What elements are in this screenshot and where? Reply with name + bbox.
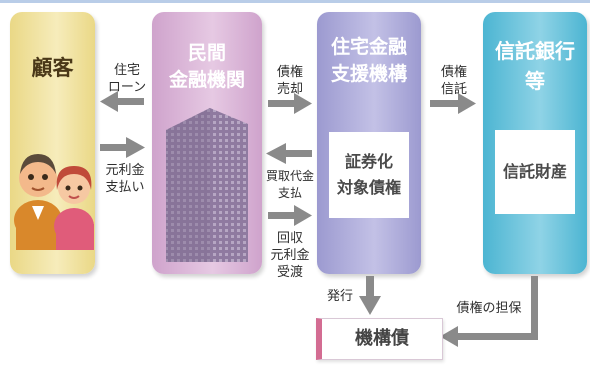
trust-bank-title-line2: 等 — [525, 69, 545, 93]
customer-column: 顧客 — [10, 12, 95, 274]
label-purchase-payment-1: 買取代金 — [265, 169, 314, 183]
label-repayment: 元利金 支払い — [100, 162, 150, 196]
securitized-line2: 対象債権 — [336, 178, 401, 197]
label-housing-loan-1: 住宅 — [113, 63, 140, 78]
private-bank-column: 民間 金融機関 — [152, 12, 262, 274]
private-bank-title-line1: 民間 — [187, 42, 226, 64]
label-purchase-payment: 買取代金 支払 — [264, 168, 316, 202]
arrow-claim-sale — [268, 93, 312, 114]
label-repayment-2: 支払い — [105, 180, 145, 195]
trust-bank-title-line1: 信託銀行 — [495, 39, 575, 63]
customers-illustration — [14, 154, 94, 250]
label-claim-trust: 債権 信託 — [432, 64, 476, 98]
trust-bank-title: 信託銀行 等 — [483, 36, 587, 96]
label-collateral: 債権の担保 — [456, 301, 522, 316]
private-bank-title: 民間 金融機関 — [152, 40, 262, 94]
label-claim-sale-2: 売却 — [276, 82, 303, 97]
arrow-claim-trust — [430, 93, 476, 114]
securitized-claims-box: 証券化 対象債権 — [329, 132, 409, 218]
arrow-housing-loan — [100, 91, 144, 112]
securitized-line1: 証券化 — [344, 152, 393, 171]
label-issue: 発行 — [326, 289, 353, 304]
agency-bond-box: 機構債 — [316, 318, 443, 360]
agency-title-line1: 住宅金融 — [330, 36, 407, 58]
label-housing-loan-2: ローン — [107, 80, 147, 95]
agency-title-line2: 支援機構 — [330, 63, 407, 85]
label-housing-loan: 住宅 ローン — [103, 62, 151, 96]
label-purchase-payment-2: 支払 — [277, 186, 302, 200]
top-rule — [0, 0, 590, 3]
arrow-issue — [359, 276, 381, 315]
label-claim-sale-1: 債権 — [276, 65, 303, 80]
arrow-collected-receipt — [268, 205, 312, 226]
label-collected-receipt: 回収 元利金 受渡 — [266, 230, 314, 281]
customer-title: 顧客 — [31, 56, 74, 80]
label-claim-sale: 債権 売却 — [268, 64, 312, 98]
housing-finance-agency-title: 住宅金融 支援機構 — [317, 34, 421, 88]
label-claim-trust-2: 信託 — [440, 82, 467, 97]
label-repayment-1: 元利金 — [105, 163, 145, 178]
arrow-purchase-payment — [266, 143, 312, 164]
label-collected-receipt-3: 受渡 — [276, 265, 303, 280]
arrow-collateral — [440, 276, 538, 347]
label-collected-receipt-1: 回収 — [276, 231, 303, 246]
label-collected-receipt-2: 元利金 — [270, 248, 310, 263]
arrow-repayment — [100, 137, 145, 158]
trust-property-box: 信託財産 — [495, 130, 575, 214]
label-claim-trust-1: 債権 — [440, 65, 467, 80]
private-bank-title-line2: 金融機関 — [168, 69, 245, 91]
building-illustration — [166, 108, 248, 262]
